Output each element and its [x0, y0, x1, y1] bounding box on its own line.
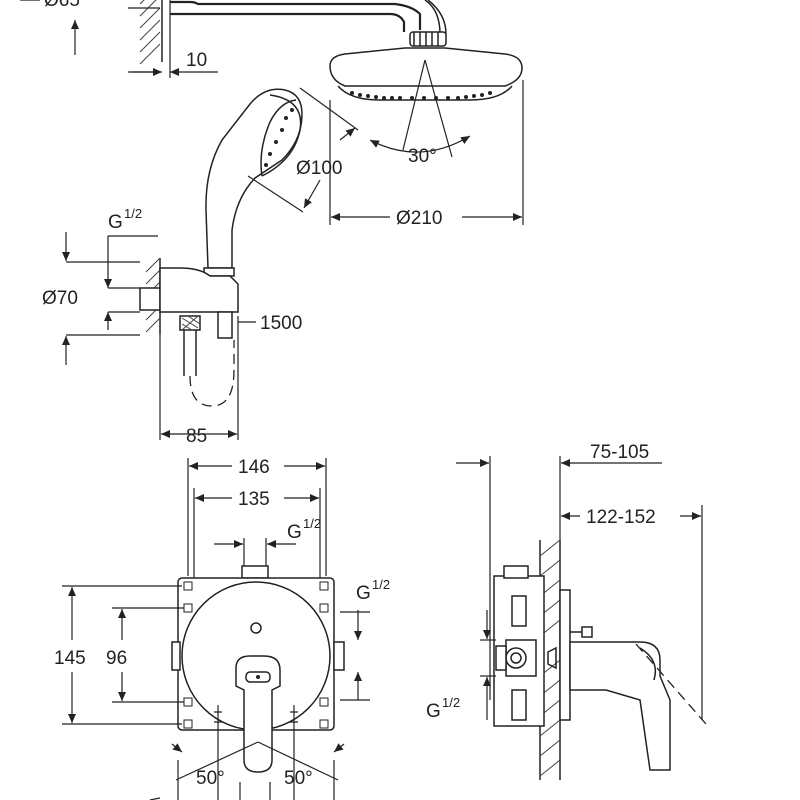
cover-hole	[250, 622, 262, 634]
side-depth-label-2: 122-152	[586, 507, 656, 528]
elbow-stub	[139, 287, 161, 311]
wall-offset-label: 10	[186, 50, 207, 71]
elbow-depth-label: 85	[186, 426, 207, 447]
nozzle-row	[350, 91, 492, 100]
mixer-front-view: 146 135 G 1/2	[54, 457, 390, 800]
mixer-side-view: 75-105 122-152	[426, 442, 707, 780]
head-diameter-label: Ø210	[396, 208, 442, 229]
wall-elbow	[159, 267, 239, 313]
hand-shower-head	[205, 88, 303, 269]
box-width-inner-label: 135	[238, 489, 270, 510]
box-width-outer-label: 146	[238, 457, 270, 478]
lever-angle-left-label: 50°	[196, 768, 225, 789]
box-top-thread-label: G	[287, 522, 302, 543]
side-thread-fraction: 1/2	[442, 695, 460, 710]
outlet-thread-fraction: 1/2	[124, 206, 142, 221]
mixer-lever	[235, 655, 281, 773]
box-top-port	[241, 565, 269, 579]
ball-joint	[409, 31, 447, 47]
hose-connector-right	[217, 311, 233, 339]
box-height-outer-label: 145	[54, 648, 86, 669]
outlet-thread-label: G	[108, 212, 123, 233]
box-top-thread-fraction: 1/2	[303, 516, 321, 531]
hand-shower-assembly: Ø100 G 1/2 Ø70	[42, 87, 359, 447]
hose-length-label: 1500	[260, 313, 302, 334]
wall-hatching-top	[139, 0, 163, 65]
side-depth-label: 75-105	[590, 442, 649, 463]
box-right-port	[333, 641, 345, 671]
side-lever	[569, 641, 671, 771]
elbow-diameter-label: Ø70	[42, 288, 78, 309]
box-right-thread-label: G	[356, 583, 371, 604]
spray-angle-line-left	[402, 59, 426, 151]
box-height-inner-label: 96	[106, 648, 127, 669]
shower-head	[329, 47, 523, 87]
top-cut-label: Ø65	[44, 0, 80, 11]
hand-diameter-label: Ø100	[296, 158, 342, 179]
lever-angle-right-label: 50°	[284, 768, 313, 789]
top-shower-assembly: Ø65 10	[20, 0, 524, 229]
hand-diameter-dimension	[339, 127, 356, 141]
box-right-thread-fraction: 1/2	[372, 577, 390, 592]
box-left-port	[171, 641, 181, 671]
side-cover-plate	[559, 589, 571, 721]
hand-nozzles	[264, 108, 294, 167]
side-thread-label: G	[426, 701, 441, 722]
spray-angle-label: 30°	[408, 146, 437, 167]
shower-arm	[170, 0, 422, 30]
